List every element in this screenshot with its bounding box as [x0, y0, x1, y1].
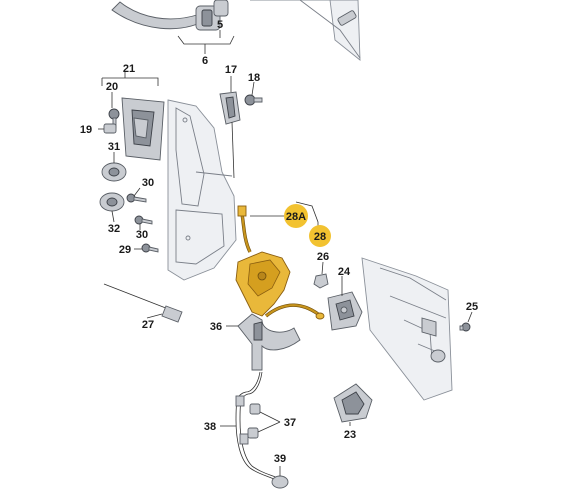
- callout-20: 20: [106, 81, 118, 93]
- callout-25: 25: [466, 301, 478, 313]
- callout-36: 36: [210, 321, 222, 333]
- release-handle-36: [237, 313, 301, 371]
- cable-27: [103, 283, 183, 323]
- inner-handle-housing: [101, 77, 165, 161]
- callout-5: 5: [217, 19, 223, 31]
- clips-37: [247, 403, 281, 439]
- door-inner-panel: [167, 99, 237, 281]
- callout-37: 37: [284, 417, 296, 429]
- lock-bracket-24: [327, 291, 363, 331]
- clip-26: [313, 273, 329, 289]
- callout-24: 24: [338, 266, 351, 278]
- callout-17: 17: [225, 64, 237, 76]
- leader-6-bracket: [177, 30, 235, 54]
- door-outer-panel-right: [361, 257, 453, 401]
- callout-6: 6: [202, 55, 208, 67]
- callout-29: 29: [119, 244, 131, 256]
- callout-31: 31: [108, 141, 120, 153]
- striker-23: [333, 383, 373, 423]
- screw-25: [459, 322, 471, 332]
- lock-28-bracket-lines: [250, 201, 319, 236]
- callout-labels: 5 6 21 17 18 20 19 31 30 32 30 29 28A 28…: [80, 19, 478, 465]
- screw-29: [141, 243, 159, 253]
- screw-20: [108, 108, 120, 129]
- screw-30-upper: [126, 193, 147, 203]
- callout-30-upper: 30: [142, 177, 154, 189]
- callout-30-lower: 30: [136, 229, 148, 241]
- screw-30-lower: [134, 215, 153, 225]
- callout-26: 26: [317, 251, 329, 263]
- door-lock-28: [235, 205, 325, 320]
- callout-23: 23: [344, 429, 356, 441]
- cable-38: [235, 371, 279, 481]
- callout-38: 38: [204, 421, 216, 433]
- outer-door-handle: [111, 0, 229, 31]
- knob-39: [271, 475, 289, 489]
- clip-19: [103, 123, 117, 134]
- cap-17: [219, 91, 241, 179]
- bezel-32: [99, 192, 125, 212]
- callout-39: 39: [274, 453, 286, 465]
- bezel-31: [101, 162, 127, 182]
- callout-18: 18: [248, 72, 260, 84]
- callout-28A: 28A: [286, 211, 306, 223]
- callout-32: 32: [108, 223, 120, 235]
- callout-27: 27: [142, 319, 154, 331]
- door-panel-top: [250, 0, 361, 61]
- callout-28: 28: [314, 231, 326, 243]
- screw-18: [244, 94, 263, 106]
- leader-lines: [98, 72, 473, 476]
- badge-28: [309, 225, 331, 247]
- callout-21: 21: [123, 63, 135, 75]
- callout-19: 19: [80, 124, 92, 136]
- badge-28A: [284, 204, 308, 228]
